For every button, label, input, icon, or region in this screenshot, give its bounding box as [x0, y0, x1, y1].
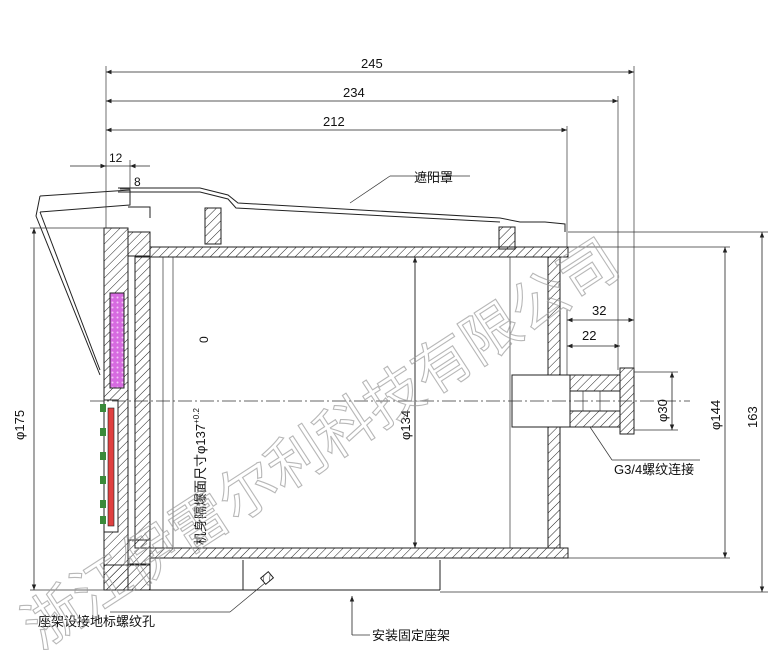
sunshade-bolt-right — [498, 226, 516, 250]
board-components — [100, 404, 106, 524]
dim-32: 32 — [592, 303, 606, 318]
dim-245: 245 — [361, 56, 383, 71]
dim-175: φ175 — [12, 410, 27, 440]
circuit-board — [107, 407, 115, 527]
dim-234: 234 — [343, 85, 365, 100]
sunshade — [35, 187, 566, 376]
leaders — [110, 175, 700, 636]
dim-134: φ134 — [398, 410, 413, 440]
label-sunshade: 遮阳罩 — [414, 170, 453, 185]
label-mount: 安装固定座架 — [372, 628, 450, 643]
dim-12: 12 — [109, 151, 123, 165]
label-bore: 机身隔爆面尺寸φ137+0.2 0 — [192, 336, 211, 545]
dim-30: φ30 — [655, 399, 670, 422]
dimension-lines — [30, 66, 768, 593]
label-ground-hole: 座架设接地标螺纹孔 — [38, 614, 155, 629]
dim-163: 163 — [745, 406, 760, 428]
svg-text:机身隔爆面尺寸φ137+0.2: 机身隔爆面尺寸φ137+0.2 — [192, 408, 208, 545]
label-thread: G3/4螺纹连接 — [614, 462, 694, 477]
svg-text:0: 0 — [197, 336, 211, 343]
front-flange — [100, 227, 151, 591]
dim-144: φ144 — [708, 400, 723, 430]
housing — [134, 246, 569, 559]
dim-8: 8 — [134, 175, 141, 189]
callout-texts: 遮阳罩 G3/4螺纹连接 机身隔爆面尺寸φ137+0.2 0 座架设接地标螺纹孔… — [38, 170, 694, 643]
dimension-texts: 245 234 212 12 8 32 22 φ175 φ134 φ30 φ14… — [12, 56, 760, 440]
dim-212: 212 — [323, 114, 345, 129]
dim-22: 22 — [582, 328, 596, 343]
window-glass — [109, 292, 125, 389]
mount-base — [150, 560, 441, 591]
sunshade-bolt-left — [204, 207, 222, 245]
